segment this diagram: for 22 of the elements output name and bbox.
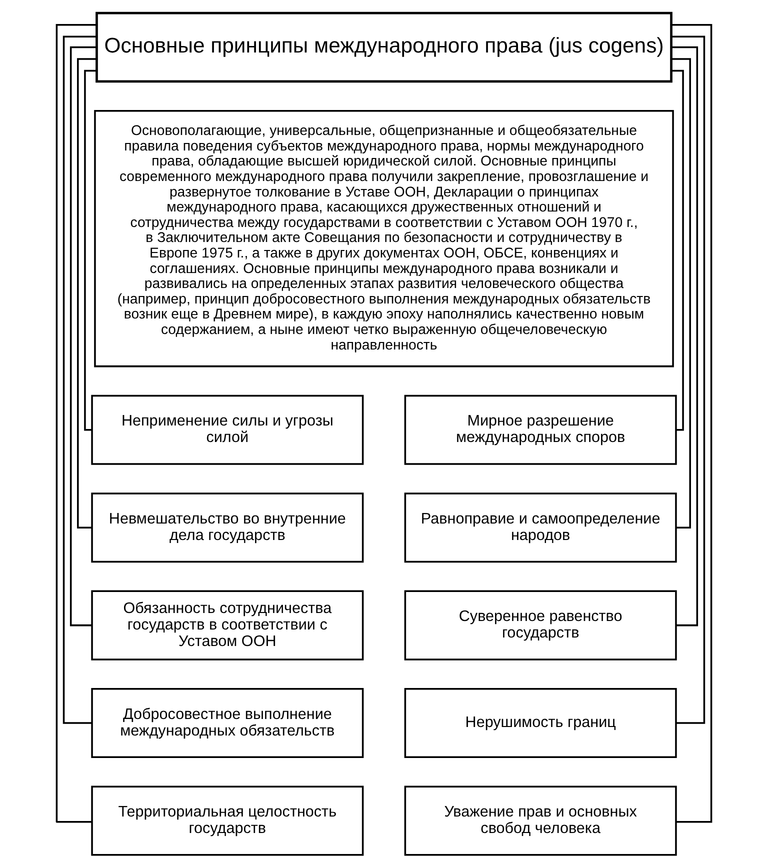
connector — [77, 58, 97, 528]
node-box: Основные принципы международного права (jus cogens) — [96, 12, 672, 83]
connector — [672, 46, 698, 626]
node-box: Мирное разрешение международных споров — [404, 394, 677, 465]
node-box: Территориальная целостность государств — [91, 786, 364, 856]
connector — [671, 36, 706, 724]
node-box: Суверенное равенство государств — [404, 590, 677, 660]
connector — [84, 70, 97, 431]
connector — [671, 24, 712, 823]
node-box: Обязанность сотрудничества государств в соответствии с Уставом ООН — [91, 590, 364, 660]
node-box: Уважение прав и основных свобод человека — [404, 786, 677, 856]
node-box: Нерушимость границ — [404, 688, 677, 758]
connector — [70, 46, 96, 626]
node-box: Основополагающие, универсальные, общепризнанные и общеобязательные правила поведения субъектов международного права, нормы международного права, обладающие высшей юридической силой. Основные принципы современного международного права получили закрепление, провозглашение и развернутое толкование в Уставе ООН, Декларации о принципах международного права, касающихся дружественных отношений и сотрудничества между государствами в соответствии с Уставом ООН 1970 г., в Заключительном акте Совещания по безопасности и сотрудничеству в Европе 1975 г., а также в других документах ООН, ОБСЕ, конвенциях и соглашениях. Основные принципы международного права возникали и развивались на определенных этапах развития человеческого общества (например, принцип добросовестного выполнения международных обязательств возник еще в Древнем мире), в каждую эпоху наполнялись качественно новым содержанием, а ныне имеют четко выраженную общечеловеческую направленность — [94, 110, 674, 368]
connector — [671, 70, 684, 431]
node-box: Равноправие и самоопределение народов — [404, 492, 677, 563]
node-box: Добросовестное выполнение международных обязательств — [91, 688, 364, 758]
connector — [56, 24, 97, 823]
node-box: Неприменение силы и угрозы силой — [91, 394, 364, 465]
connector — [671, 58, 691, 528]
connector — [62, 36, 97, 724]
node-box: Невмешательство во внутренние дела государств — [91, 492, 364, 563]
